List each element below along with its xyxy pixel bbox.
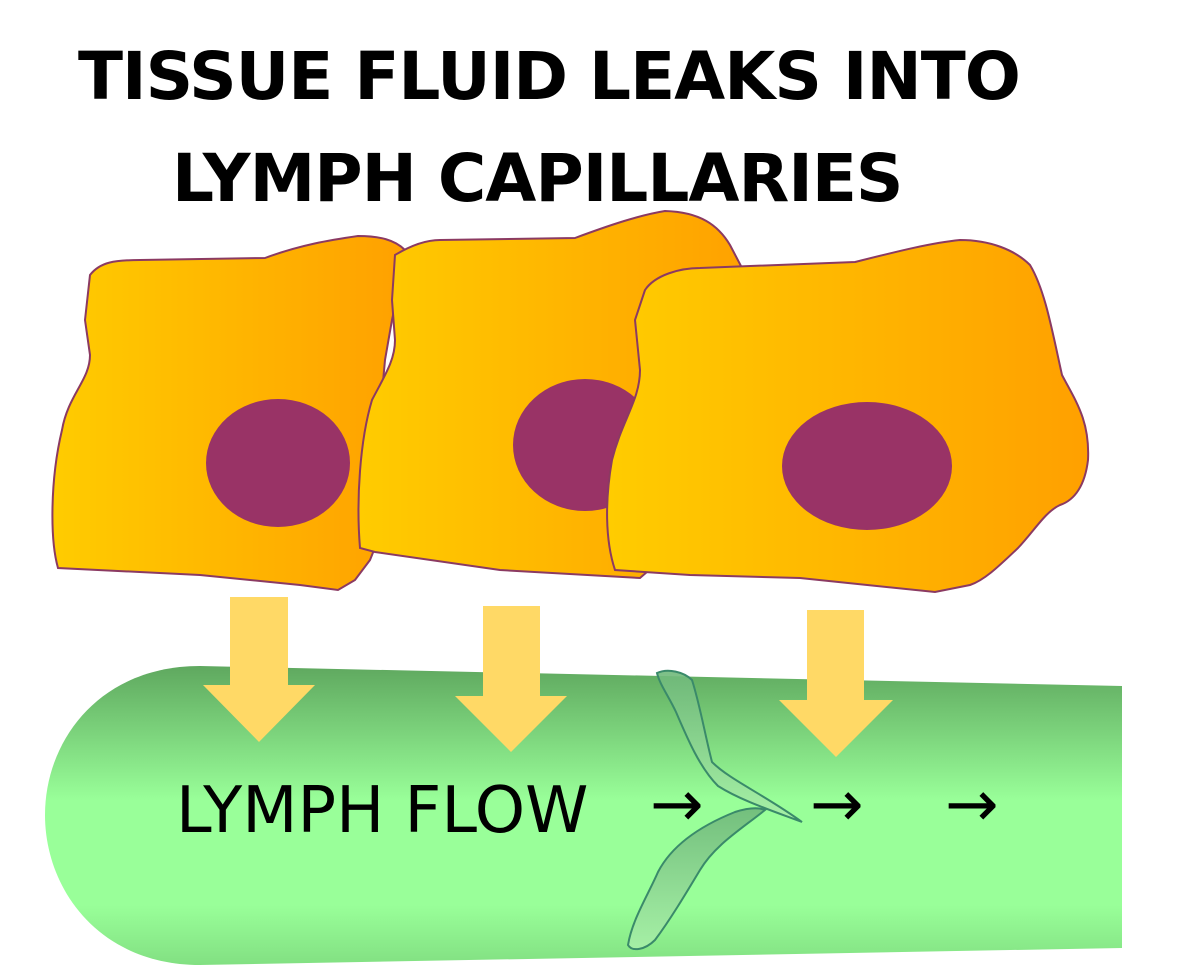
lymph-vessel	[45, 666, 1122, 965]
title-line-2: LYMPH CAPILLARIES	[172, 140, 903, 217]
down-arrow-icon	[779, 610, 893, 757]
down-arrow-icon	[203, 597, 315, 742]
right-arrow-icon: →	[945, 768, 999, 842]
right-arrow-icon: →	[650, 768, 704, 842]
nucleus-icon	[782, 402, 952, 530]
right-arrow-icon: →	[810, 768, 864, 842]
nucleus-icon	[206, 399, 350, 527]
tissue-cell-3	[606, 238, 1090, 594]
lymph-flow-label: LYMPH FLOW	[176, 774, 588, 848]
cell-icon	[51, 234, 412, 592]
tissue-cell-1	[51, 234, 412, 592]
valve-flap-icon	[626, 807, 767, 951]
valve-flap-icon	[655, 669, 803, 823]
down-arrow-icon	[455, 606, 567, 752]
title-line-1: TISSUE FLUID LEAKS INTO	[78, 38, 1021, 115]
